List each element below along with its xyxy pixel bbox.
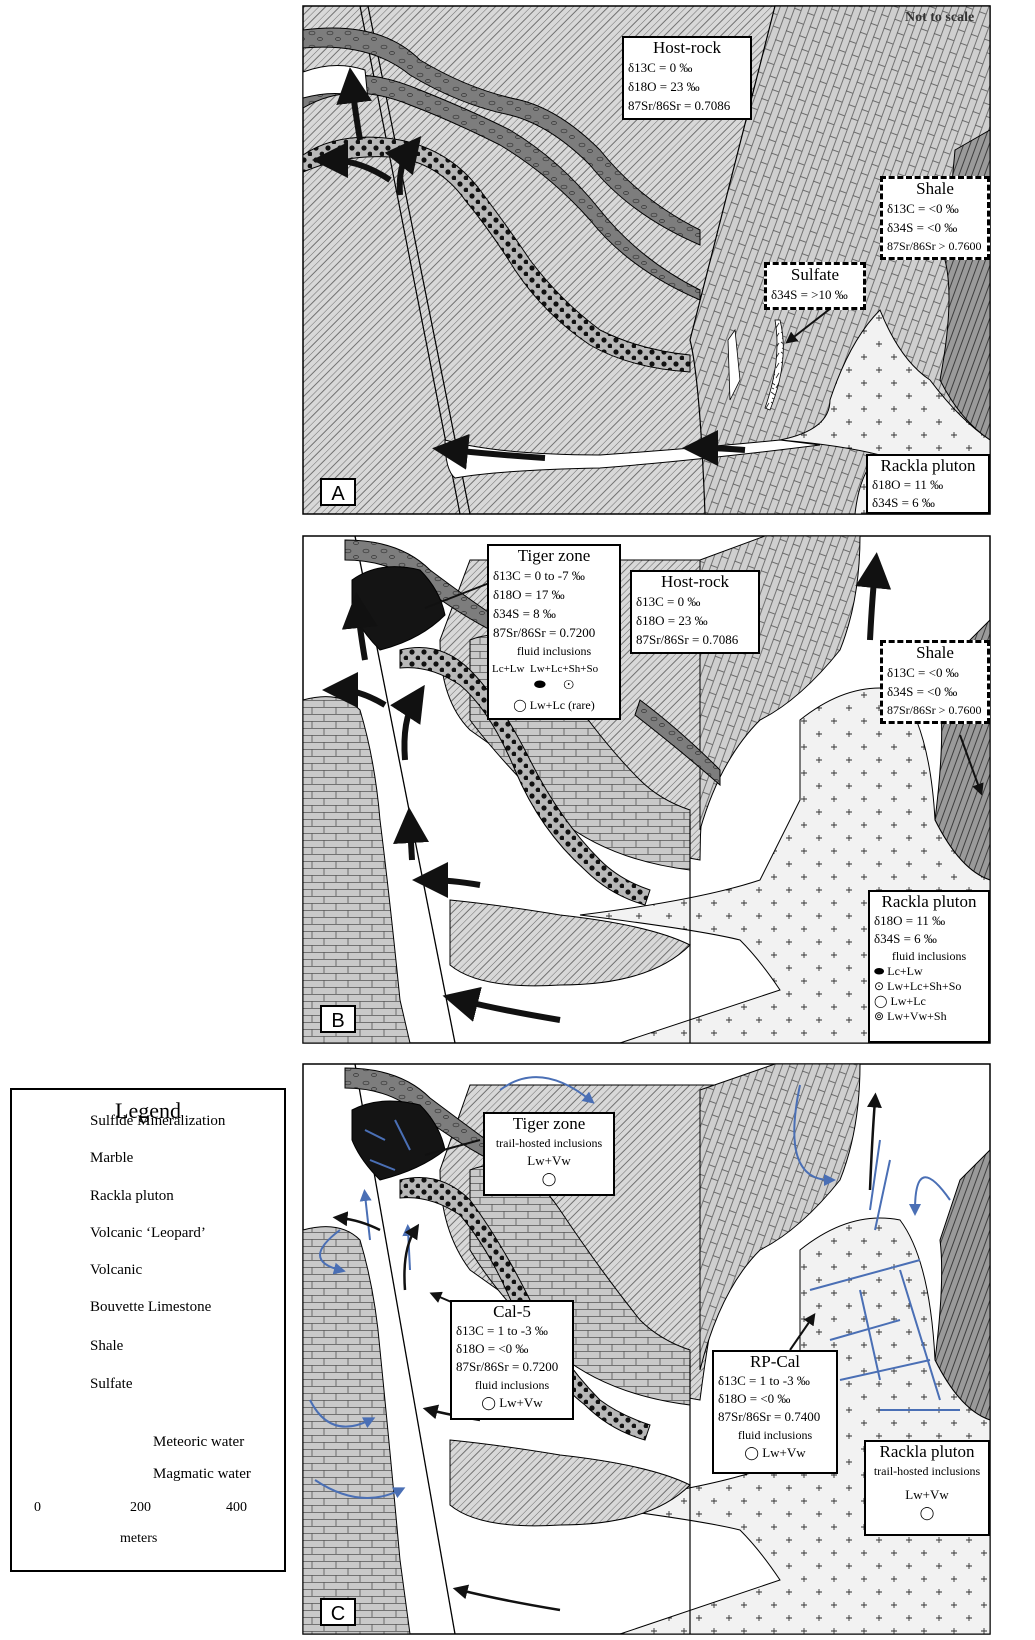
pluton-fi-3: Lw+Lc — [890, 994, 925, 1008]
fi-inclusion-icons: ⬬ ⊙ — [489, 678, 619, 696]
c-cal5-box: Cal-5 δ13C = 1 to -3 ‰ δ18O = <0 ‰ 87Sr/… — [450, 1300, 574, 1420]
panel-label-c: C — [320, 1598, 356, 1626]
legend-label-marble: Marble — [90, 1150, 133, 1167]
c-tiger-fi-icon: ◯ — [485, 1170, 613, 1188]
fi-lw-lc-rare-label: Lw+Lc (rare) — [530, 698, 595, 712]
legend-label-volcanic: Volcanic — [90, 1262, 142, 1279]
c-rpcal-fi: Lw+Vw — [762, 1445, 805, 1460]
b-host-rock-box: Host-rock δ13C = 0 ‰ δ18O = 23 ‰ 87Sr/86… — [630, 570, 760, 654]
c-tiger-box: Tiger zone trail-hosted inclusions Lw+Vw… — [483, 1112, 615, 1196]
b-tiger-box: Tiger zone δ13C = 0 to -7 ‰ δ18O = 17 ‰ … — [487, 544, 621, 720]
b-pluton-box: Rackla pluton δ18O = 11 ‰ δ34S = 6 ‰ flu… — [868, 890, 990, 1043]
legend-label-magmatic: Magmatic water — [153, 1466, 251, 1483]
pluton-fi-4: Lw+Vw+Sh — [887, 1009, 947, 1023]
legend-label-limestone: Bouvette Limestone — [90, 1299, 211, 1316]
pluton-fi-1: Lc+Lw — [887, 964, 922, 978]
legend-label-shale: Shale — [90, 1338, 123, 1355]
fi-lw-lc-sh-so-label: Lw+Lc+Sh+So — [530, 663, 598, 675]
panel-label-a: A — [320, 478, 356, 506]
pluton-fi-2: Lw+Lc+Sh+So — [887, 979, 961, 993]
a-shale-box: Shale δ13C = <0 ‰ δ34S = <0 ‰ 87Sr/86Sr … — [880, 176, 990, 260]
c-rpcal-box: RP-Cal δ13C = 1 to -3 ‰ δ18O = <0 ‰ 87Sr… — [712, 1350, 838, 1474]
c-pluton-fi-icon: ◯ — [866, 1504, 988, 1522]
fi-lc-lw-label: Lc+Lw — [492, 663, 524, 675]
legend-label-sulfate: Sulfate — [90, 1376, 133, 1393]
scale-tick-200: 200 — [130, 1500, 151, 1516]
a-sulfate-box: Sulfate δ34S = >10 ‰ — [764, 262, 866, 310]
c-pluton-box: Rackla pluton trail-hosted inclusions Lw… — [864, 1440, 990, 1536]
not-to-scale-label: Not to scale — [905, 10, 974, 26]
legend-label-sulfide: Sulfide Mineralization — [90, 1113, 225, 1130]
a-host-rock-box: Host-rock δ13C = 0 ‰ δ18O = 23 ‰ 87Sr/86… — [622, 36, 752, 120]
scale-tick-0: 0 — [34, 1500, 41, 1516]
scale-unit: meters — [120, 1531, 157, 1547]
panel-label-b: B — [320, 1005, 356, 1033]
a-pluton-box: Rackla pluton δ18O = 11 ‰ δ34S = 6 ‰ — [866, 454, 990, 514]
scale-tick-400: 400 — [226, 1500, 247, 1516]
b-shale-box: Shale δ13C = <0 ‰ δ34S = <0 ‰ 87Sr/86Sr … — [880, 640, 990, 724]
legend-label-meteoric: Meteoric water — [153, 1434, 244, 1451]
legend-label-leopard: Volcanic ‘Leopard’ — [90, 1225, 206, 1242]
panel-c — [303, 1064, 990, 1634]
c-cal5-fi: Lw+Vw — [499, 1395, 542, 1410]
legend-label-pluton: Rackla pluton — [90, 1188, 174, 1205]
